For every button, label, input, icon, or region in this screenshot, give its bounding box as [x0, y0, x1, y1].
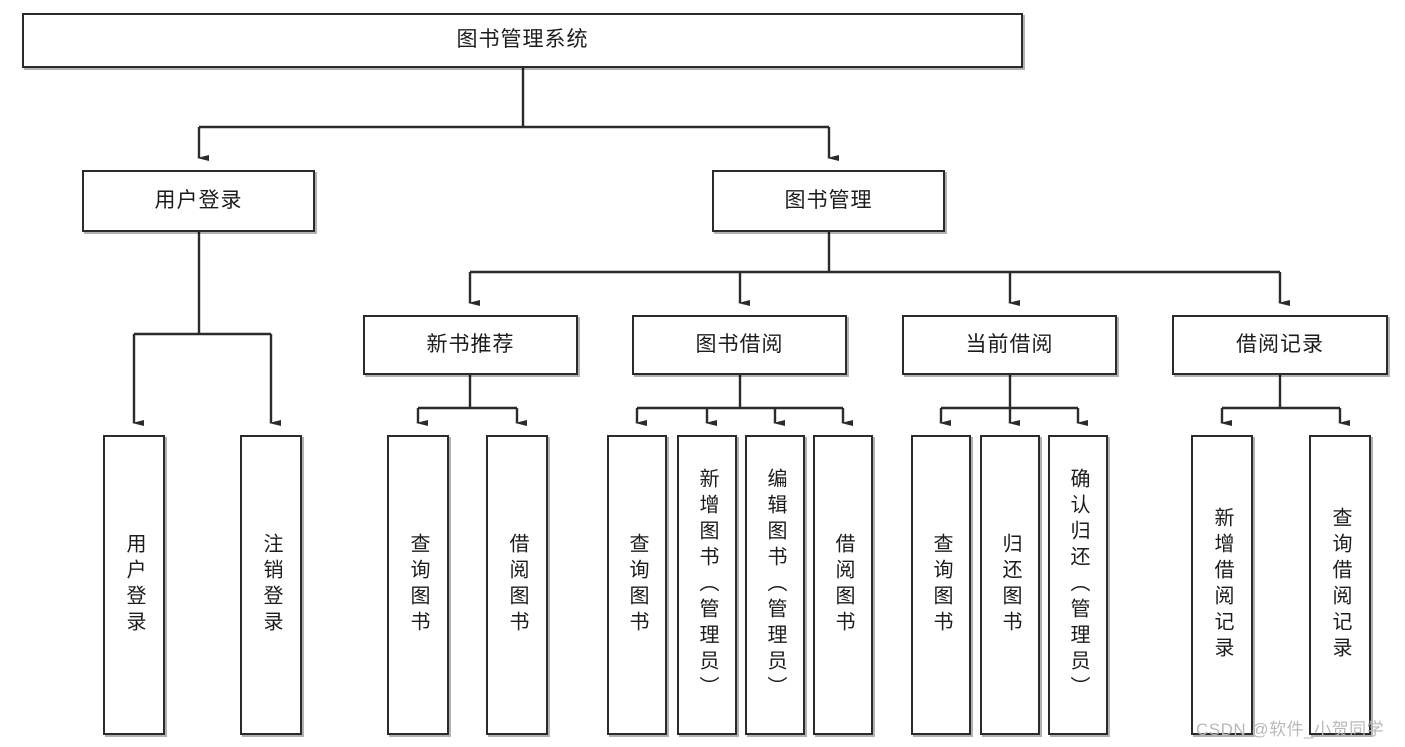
node-current-borrow[interactable]: 当前借阅	[902, 315, 1117, 375]
leaf-current-borrow-return[interactable]: 归还图书	[980, 435, 1040, 735]
leaf-user-login-logout[interactable]: 注销登录	[240, 435, 302, 735]
node-new-book-recommend[interactable]: 新书推荐	[363, 315, 578, 375]
leaf-book-borrow-edit[interactable]: 编辑图书（管理员）	[745, 435, 805, 735]
leaf-new-book-query[interactable]: 查询图书	[387, 435, 449, 735]
node-label: 图书借阅	[695, 332, 784, 356]
leaf-label: 注销登录	[260, 533, 282, 637]
leaf-label: 查询图书	[626, 533, 648, 637]
leaf-book-borrow-query[interactable]: 查询图书	[607, 435, 667, 735]
leaf-label: 新增图书（管理员）	[696, 468, 718, 702]
node-user-login[interactable]: 用户登录	[82, 170, 315, 232]
leaf-label: 查询图书	[930, 533, 952, 637]
leaf-current-borrow-confirm-return[interactable]: 确认归还（管理员）	[1048, 435, 1108, 735]
node-label: 图书管理系统	[456, 28, 589, 52]
leaf-book-borrow-add[interactable]: 新增图书（管理员）	[677, 435, 737, 735]
leaf-borrow-record-add[interactable]: 新增借阅记录	[1191, 435, 1253, 735]
leaf-label: 新增借阅记录	[1211, 507, 1233, 663]
leaf-label: 查询图书	[407, 533, 429, 637]
leaf-current-borrow-query[interactable]: 查询图书	[911, 435, 971, 735]
leaf-label: 借阅图书	[832, 533, 854, 637]
csdn-watermark: CSDN @软件_小贺同学	[1196, 720, 1385, 739]
leaf-label: 归还图书	[999, 533, 1021, 637]
leaf-label: 查询借阅记录	[1329, 507, 1351, 663]
node-label: 图书管理	[784, 188, 873, 212]
leaf-label: 确认归还（管理员）	[1067, 468, 1089, 702]
node-label: 当前借阅	[965, 332, 1054, 356]
node-book-borrow[interactable]: 图书借阅	[632, 315, 847, 375]
node-label: 新书推荐	[426, 332, 515, 356]
leaf-label: 用户登录	[123, 533, 145, 637]
node-borrow-record[interactable]: 借阅记录	[1172, 315, 1388, 375]
node-label: 借阅记录	[1236, 332, 1324, 356]
leaf-label: 编辑图书（管理员）	[764, 468, 786, 702]
leaf-book-borrow-lend[interactable]: 借阅图书	[813, 435, 873, 735]
node-label: 用户登录	[154, 188, 243, 212]
leaf-new-book-borrow[interactable]: 借阅图书	[486, 435, 548, 735]
node-book-management[interactable]: 图书管理	[712, 170, 945, 232]
leaf-borrow-record-query[interactable]: 查询借阅记录	[1309, 435, 1371, 735]
leaf-user-login-login[interactable]: 用户登录	[103, 435, 165, 735]
node-root-system[interactable]: 图书管理系统	[22, 13, 1023, 68]
leaf-label: 借阅图书	[506, 533, 528, 637]
